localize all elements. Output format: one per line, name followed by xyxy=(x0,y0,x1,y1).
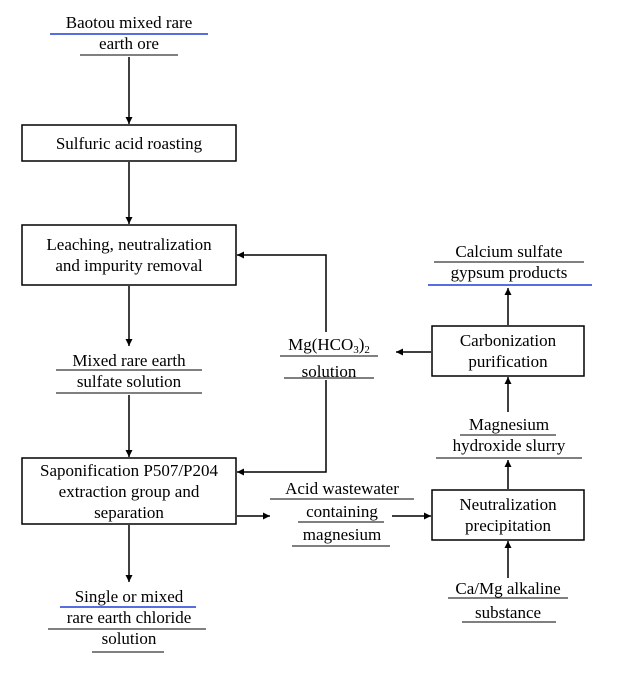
mg-hydroxide-label: Magnesium hydroxide slurry xyxy=(428,414,590,456)
ore-label: Baotou mixed rare earth ore xyxy=(40,12,218,54)
wastewater-underlines xyxy=(270,498,414,547)
ore-line-2: earth ore xyxy=(99,34,159,53)
leaching-line-2: and impurity removal xyxy=(55,256,203,275)
saponification-line-1: Saponification P507/P204 xyxy=(39,460,219,480)
carbonization-box xyxy=(431,325,585,377)
mg-bicarb-sub-3: 3 xyxy=(353,344,359,356)
chloride-label: Single or mixed rare earth chloride solu… xyxy=(36,586,222,649)
carbonization-line-2: purification xyxy=(468,352,548,371)
roasting-box xyxy=(21,124,237,162)
alkaline-label: Ca/Mg alkaline substance xyxy=(436,578,580,623)
arrow-mg-bicarb-to-saponification xyxy=(237,380,327,476)
mg-bicarb-sub-2: 2 xyxy=(364,344,370,356)
carbonization-line-1: Carbonization xyxy=(459,331,557,350)
saponification-label: Saponification P507/P204 extraction grou… xyxy=(22,458,236,524)
gypsum-line-2: gypsum products xyxy=(450,263,568,282)
wastewater-line-2: containing xyxy=(306,502,378,521)
saponification-box xyxy=(21,457,237,525)
neutralization-line-1: Neutralization xyxy=(459,495,557,514)
mg-bicarb-formula: Mg(HCO3)2 xyxy=(266,334,392,361)
mg-hydroxide-line-2: hydroxide slurry xyxy=(452,436,566,455)
roasting-label: Sulfuric acid roasting xyxy=(22,125,236,161)
sulfate-underlines xyxy=(56,369,202,394)
ore-underlines xyxy=(50,33,208,56)
alkaline-underlines xyxy=(448,597,568,623)
mg-bicarb-label: Mg(HCO3)2 solution xyxy=(266,334,392,382)
alkaline-line-1: Ca/Mg alkaline xyxy=(455,579,561,598)
sulfate-label: Mixed rare earth sulfate solution xyxy=(40,350,218,392)
carbonization-label: Carbonization purification xyxy=(432,326,584,376)
wastewater-label: Acid wastewater containing magnesium xyxy=(262,478,422,545)
leaching-box xyxy=(21,224,237,286)
wastewater-line-3: magnesium xyxy=(302,525,382,544)
neutralization-line-2: precipitation xyxy=(465,516,551,535)
ore-line-1: Baotou mixed rare xyxy=(65,13,193,32)
neutralization-box xyxy=(431,489,585,541)
mg-bicarb-underlines xyxy=(280,355,378,379)
sulfate-line-2: sulfate solution xyxy=(76,372,182,391)
mg-hydroxide-line-1: Magnesium xyxy=(468,415,550,434)
gypsum-line-1: Calcium sulfate xyxy=(455,242,563,261)
alkaline-line-2: substance xyxy=(474,603,542,622)
leaching-label: Leaching, neutralization and impurity re… xyxy=(22,225,236,285)
saponification-line-3: separation xyxy=(94,502,164,522)
chloride-line-1: Single or mixed xyxy=(74,587,184,606)
roasting-line-1: Sulfuric acid roasting xyxy=(55,133,203,153)
sulfate-line-1: Mixed rare earth xyxy=(72,351,186,370)
arrow-mg-bicarb-to-leaching xyxy=(237,251,327,332)
gypsum-label: Calcium sulfate gypsum products xyxy=(424,241,594,283)
chloride-line-3: solution xyxy=(101,629,157,648)
chloride-underlines xyxy=(48,606,206,653)
chloride-line-2: rare earth chloride xyxy=(66,608,192,627)
mg-bicarb-prefix: Mg(HCO xyxy=(288,335,354,354)
saponification-line-2: extraction group and xyxy=(58,481,200,501)
wastewater-line-1: Acid wastewater xyxy=(285,479,399,498)
gypsum-underlines xyxy=(428,261,592,286)
leaching-line-1: Leaching, neutralization xyxy=(46,235,212,254)
neutralization-label: Neutralization precipitation xyxy=(432,490,584,540)
mg-hydroxide-underlines xyxy=(436,434,582,459)
mg-bicarb-close: ) xyxy=(358,335,365,354)
mg-bicarb-line-2: solution xyxy=(301,362,357,381)
